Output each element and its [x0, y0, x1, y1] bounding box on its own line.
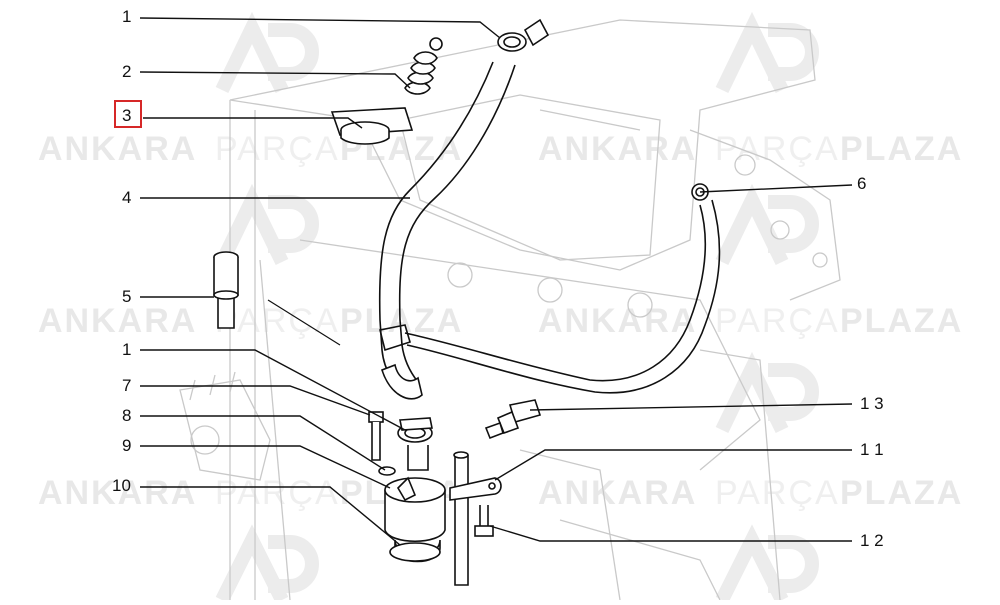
callout-12: 1 2	[860, 531, 884, 550]
bolt-part-12	[474, 505, 494, 537]
separator-part-9-10	[384, 445, 446, 563]
sensor-part-13	[484, 399, 542, 440]
leader-lines	[139, 17, 853, 546]
watermark-text-plaza: PLAZA	[840, 474, 963, 512]
watermark: ANKARA PARÇA PLAZA ANKARA PARÇA PLAZA AN…	[38, 11, 963, 604]
watermark-text-parca: PARÇA	[215, 302, 340, 340]
watermark-text-parca: PARÇA	[715, 474, 840, 512]
callout-1: 1	[122, 340, 131, 359]
hose-clamp-1-top	[497, 18, 550, 52]
watermark-text-parca: PARÇA	[715, 302, 840, 340]
bolt-part-7	[368, 411, 384, 461]
watermark-text-ankara: ANKARA	[538, 130, 697, 168]
watermark-text-parca: PARÇA	[215, 474, 340, 512]
watermark-text-ankara: ANKARA	[38, 474, 197, 512]
callout-11: 1 1	[860, 440, 884, 459]
watermark-text-parca: PARÇA	[215, 130, 340, 168]
watermark-text-plaza: PLAZA	[840, 302, 963, 340]
callout-10: 10	[112, 476, 131, 495]
callout-2: 2	[122, 62, 131, 81]
watermark-text-parca: PARÇA	[715, 130, 840, 168]
spring-part-2	[404, 37, 443, 95]
callout-labels: 1 2 3 4 5 1 7 8 9 10 6 1 3 1 1 1 2	[112, 7, 884, 550]
callout-4: 4	[122, 188, 131, 207]
callout-6: 6	[857, 174, 866, 193]
callout-3-highlight-box	[114, 100, 142, 128]
watermark-text-ankara: ANKARA	[38, 130, 197, 168]
hose-part-4	[378, 61, 516, 400]
callout-8: 8	[122, 406, 131, 425]
callout-9: 9	[122, 436, 131, 455]
callout-3: 3	[122, 106, 131, 125]
watermark-text-ankara: ANKARA	[538, 302, 697, 340]
oil-cap-part-3	[330, 107, 414, 145]
callout-7: 7	[122, 376, 131, 395]
callout-13: 1 3	[860, 394, 884, 413]
sensor-part-5	[213, 251, 239, 329]
watermark-logo	[215, 11, 819, 604]
watermark-text-plaza: PLAZA	[840, 130, 963, 168]
watermark-text-ankara: ANKARA	[538, 474, 697, 512]
callout-1: 1	[122, 7, 131, 26]
pipe-part-11	[449, 451, 502, 586]
callout-5: 5	[122, 287, 131, 306]
watermark-text-ankara: ANKARA	[38, 302, 197, 340]
breather-hose	[404, 199, 721, 394]
hose-clamp-1-lower	[397, 417, 433, 443]
